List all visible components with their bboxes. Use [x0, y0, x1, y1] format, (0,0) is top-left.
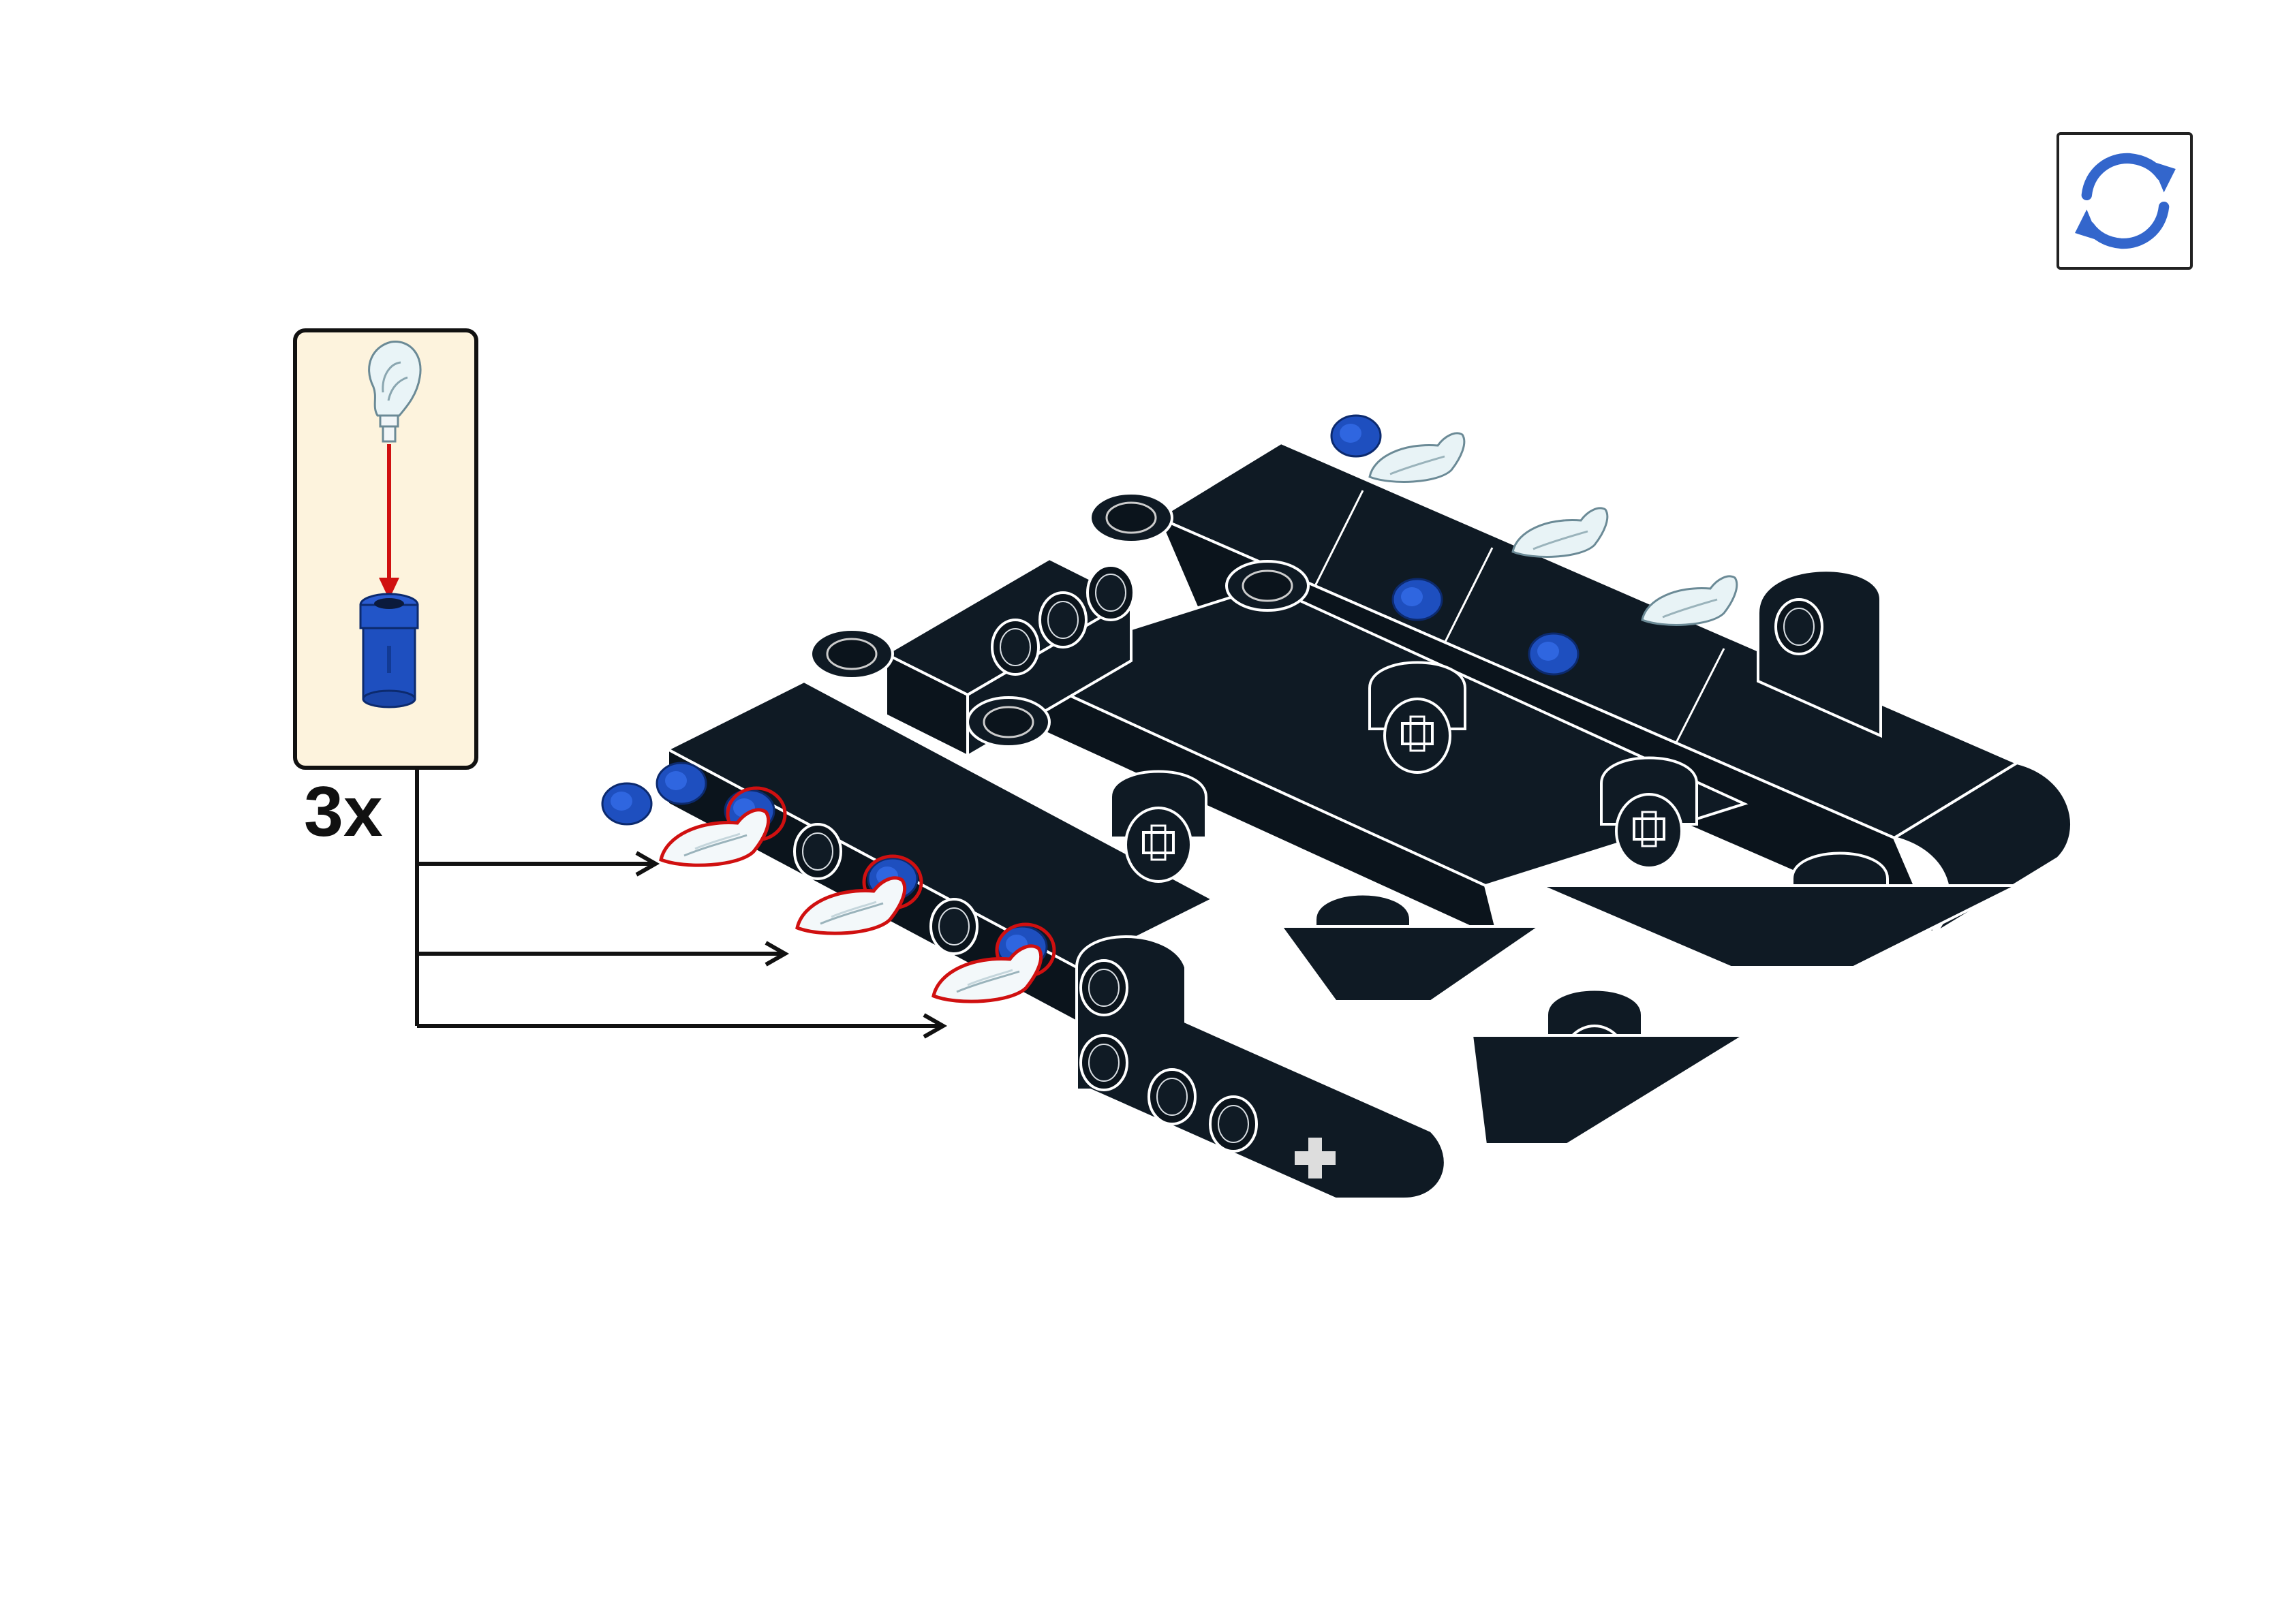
subassembly-callout [293, 328, 478, 770]
rotate-arrows-icon [2075, 153, 2176, 249]
front-corner-beam [1075, 935, 1447, 1200]
right-angle-connector [1757, 569, 1882, 738]
callout-parts-illustration [359, 341, 422, 708]
insertion-arrow-icon [379, 444, 399, 599]
new-transparent-clips-highlighted [661, 786, 1056, 1001]
axle-cross-icon [1295, 1138, 1336, 1178]
blue-pin-part-icon [359, 593, 419, 708]
rotate-model-indicator [2057, 132, 2193, 270]
transparent-clip-part-icon [368, 341, 422, 443]
vertical-connector-pegs [810, 492, 1310, 748]
quantity-label: 3x [304, 772, 383, 852]
middle-beam [1004, 584, 1749, 943]
skid-plates [1278, 884, 2018, 1146]
